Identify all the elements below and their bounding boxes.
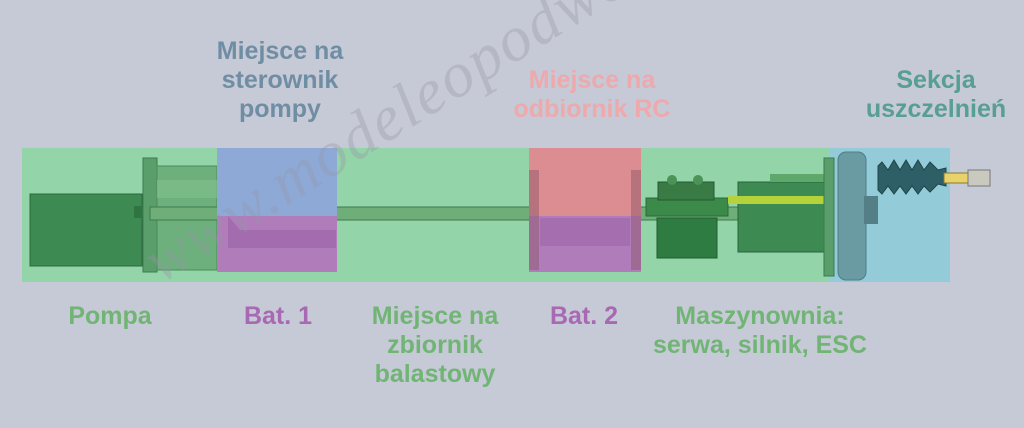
- pump-motor: [29, 193, 143, 267]
- motor: [737, 181, 825, 253]
- bellows-seal: [877, 159, 947, 195]
- pump-controller-zone: [217, 148, 337, 216]
- servo: [656, 217, 718, 259]
- label-engine-room: Maszynownia: serwa, silnik, ESC: [653, 302, 867, 359]
- label-battery-1: Bat. 1: [243, 302, 313, 330]
- servo-block: [645, 197, 729, 217]
- label-pump-controller: Miejsce na sterownik pompy: [216, 37, 344, 123]
- label-rc-receiver: Miejsce na odbiornik RC: [513, 66, 671, 123]
- label-ballast-tank: Miejsce na zbiornik balastowy: [371, 302, 499, 388]
- label-battery-2: Bat. 2: [549, 302, 619, 330]
- label-pump: Pompa: [68, 302, 152, 330]
- rc-receiver-zone: [529, 148, 641, 216]
- label-seal-section: Sekcja uszczelnień: [865, 66, 1007, 123]
- bulkhead-flange: [823, 157, 835, 277]
- seal-flange: [837, 151, 867, 281]
